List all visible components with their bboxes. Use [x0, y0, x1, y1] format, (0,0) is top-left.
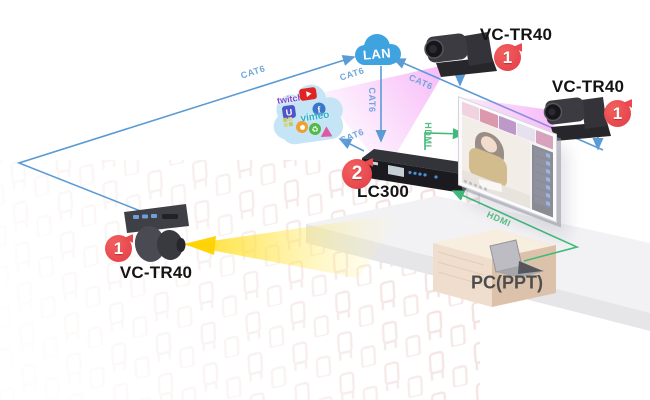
youtube-icon: [298, 86, 318, 102]
camera-right-label: VC-TR40: [551, 77, 625, 96]
laptop: [489, 239, 545, 278]
camera-top-badge: 1: [494, 44, 521, 71]
hdmi-lines: [424, 128, 580, 262]
lan-label: LAN: [362, 45, 392, 63]
recorder-label: LC300: [356, 182, 410, 201]
service-grid-icon: [282, 116, 294, 128]
camera-audience-label: VC-TR40: [119, 263, 193, 282]
lc300-device: [362, 149, 474, 193]
camera-top-label: VC-TR40: [479, 25, 553, 44]
hdmi-label-1: HDMI: [423, 122, 433, 148]
camera-audience-device: [124, 204, 189, 262]
pc-podium: [433, 229, 556, 307]
cat6-label-4: CAT6: [367, 87, 377, 113]
audience-chairs: [0, 160, 480, 400]
participant-thumbnails-side: [532, 144, 553, 218]
camera-right-badge: 1: [604, 100, 631, 127]
camera-top-device: [424, 32, 497, 77]
recorder-badge: 2: [342, 159, 372, 189]
pc-label: PC(PPT): [471, 272, 543, 293]
camera-audience-badge: 1: [105, 235, 132, 262]
lan-cloud: [355, 34, 401, 65]
camera-right-device: [543, 97, 611, 141]
audience-camera-beam: [184, 213, 404, 278]
camera-top-fov: [321, 64, 449, 171]
